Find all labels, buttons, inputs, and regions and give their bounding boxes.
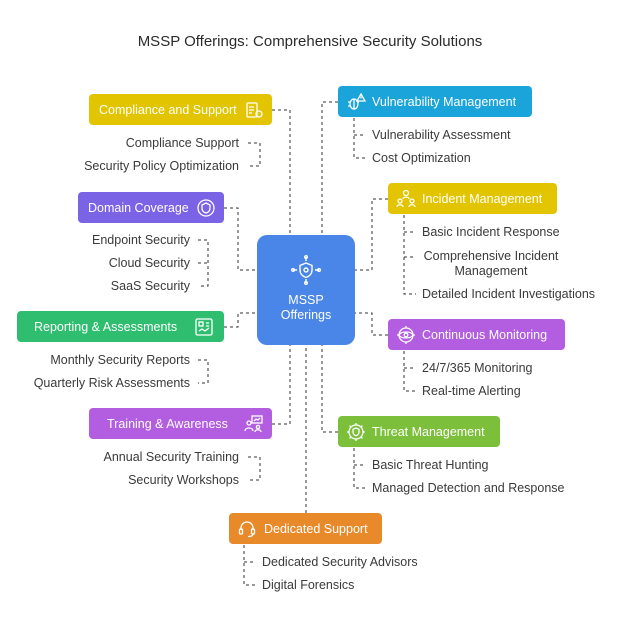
category-dedicated-support: Dedicated Support bbox=[229, 513, 382, 544]
category-reporting-and-assessments: Reporting & Assessments bbox=[17, 311, 224, 342]
category-label: Reporting & Assessments bbox=[34, 319, 178, 334]
shield-network-icon bbox=[291, 255, 321, 285]
item-detailed-incident-investigations: Detailed Incident Investigations bbox=[422, 287, 596, 301]
eye-monitor-icon bbox=[397, 325, 415, 344]
category-training-and-awareness: Training & Awareness bbox=[89, 408, 272, 439]
presentation-people-icon bbox=[244, 414, 263, 432]
item-security-policy-optimization: Security Policy Optimization bbox=[84, 159, 239, 173]
item-compliance-support: Compliance Support bbox=[125, 136, 239, 150]
item-endpoint-security: Endpoint Security bbox=[92, 233, 190, 247]
report-chart-icon bbox=[195, 317, 213, 336]
category-continuous-monitoring: Continuous Monitoring bbox=[388, 319, 565, 350]
category-vulnerability-management: Vulnerability Management bbox=[338, 86, 532, 117]
headset-support-icon bbox=[238, 520, 256, 537]
item-cloud-security: Cloud Security bbox=[108, 256, 190, 270]
category-label: Vulnerability Management bbox=[372, 94, 517, 109]
category-threat-management: Threat Management bbox=[338, 416, 500, 447]
item-dedicated-security-advisors: Dedicated Security Advisors bbox=[262, 555, 418, 569]
item-basic-threat-hunting: Basic Threat Hunting bbox=[372, 458, 489, 472]
item-cost-optimization: Cost Optimization bbox=[372, 151, 471, 165]
category-label: Training & Awareness bbox=[107, 416, 228, 431]
category-label: Dedicated Support bbox=[264, 521, 368, 536]
item-24-7-365-monitoring: 24/7/365 Monitoring bbox=[422, 361, 533, 375]
category-domain-coverage: Domain Coverage bbox=[78, 192, 224, 223]
item-quarterly-risk-assessments: Quarterly Risk Assessments bbox=[33, 376, 190, 390]
center-label-text: MSSP Offerings bbox=[280, 293, 332, 322]
item-saas-security: SaaS Security bbox=[110, 279, 190, 293]
category-label: Domain Coverage bbox=[88, 200, 189, 215]
people-alert-icon bbox=[396, 189, 416, 207]
globe-shield-icon bbox=[197, 198, 215, 217]
item-annual-security-training: Annual Security Training bbox=[103, 450, 240, 464]
category-label: Compliance and Support bbox=[99, 102, 237, 117]
diagram-title: MSSP Offerings: Comprehensive Security S… bbox=[137, 33, 483, 50]
item-digital-forensics: Digital Forensics bbox=[262, 578, 355, 592]
category-label: Threat Management bbox=[372, 424, 485, 439]
item-monthly-security-reports: Monthly Security Reports bbox=[50, 353, 190, 367]
gear-shield-icon bbox=[347, 422, 365, 441]
category-label: Incident Management bbox=[422, 191, 543, 206]
checklist-gear-icon bbox=[246, 101, 263, 118]
item-comprehensive-incident-management: Comprehensive Incident Management bbox=[423, 249, 559, 278]
item-security-workshops: Security Workshops bbox=[128, 473, 239, 487]
category-incident-management: Incident Management bbox=[388, 183, 557, 214]
item-real-time-alerting: Real-time Alerting bbox=[422, 384, 521, 398]
item-vulnerability-assessment: Vulnerability Assessment bbox=[372, 128, 511, 142]
item-managed-detection-and-response: Managed Detection and Response bbox=[372, 481, 565, 495]
item-basic-incident-response: Basic Incident Response bbox=[422, 225, 560, 239]
category-label: Continuous Monitoring bbox=[422, 327, 548, 342]
center-node: MSSP Offerings bbox=[257, 235, 355, 345]
bug-warning-icon bbox=[348, 92, 366, 110]
category-compliance-and-support: Compliance and Support bbox=[89, 94, 272, 125]
center-label: MSSP Offerings bbox=[257, 293, 355, 323]
